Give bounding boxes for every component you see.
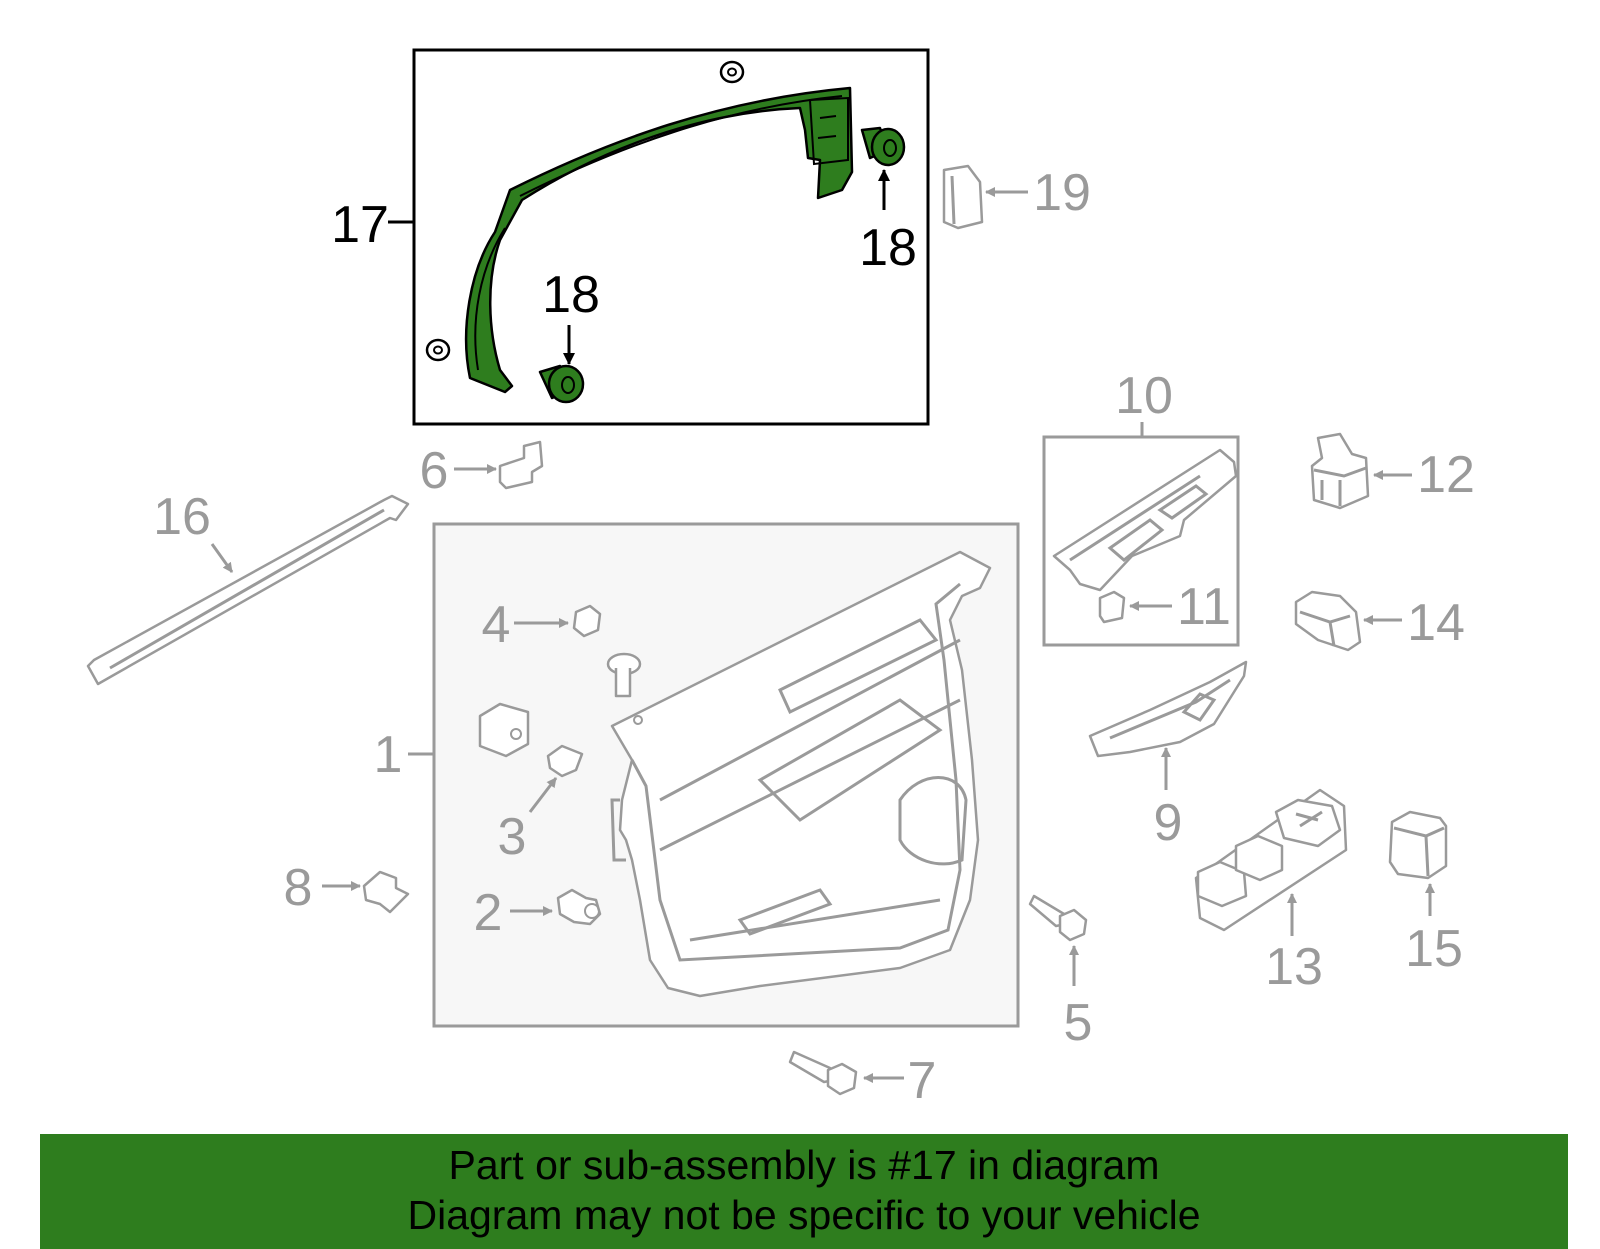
- callout-13: 13: [1265, 938, 1323, 996]
- diagram-notice-banner: Part or sub-assembly is #17 in diagram D…: [40, 1134, 1568, 1249]
- callout-18-lower: 18: [542, 266, 600, 324]
- retainer-clip-18-upper[interactable]: [860, 126, 906, 167]
- callout-12: 12: [1417, 446, 1475, 504]
- callout-19: 19: [1033, 164, 1091, 222]
- part-16-belt-weatherstrip[interactable]: [86, 494, 410, 686]
- part-2-clip[interactable]: [510, 888, 602, 926]
- callout-8: 8: [284, 859, 313, 917]
- frame-moulding-assembly-17[interactable]: [388, 48, 930, 426]
- part-3-clip[interactable]: [528, 744, 584, 813]
- callout-14: 14: [1407, 594, 1465, 652]
- callout-7: 7: [908, 1052, 937, 1110]
- callout-5: 5: [1064, 994, 1093, 1052]
- part-5-screw[interactable]: [1028, 894, 1088, 986]
- callout-18-upper: 18: [859, 219, 917, 277]
- door-trim-panel-assembly-1[interactable]: [408, 522, 1020, 1028]
- callout-2: 2: [474, 884, 503, 942]
- part-4-nut[interactable]: [514, 604, 602, 638]
- part-11-clip[interactable]: [1098, 590, 1172, 624]
- frame-moulding-part[interactable]: [464, 86, 854, 394]
- part-19[interactable]: [942, 164, 1028, 230]
- part-15-switch[interactable]: [1388, 810, 1448, 916]
- callout-16: 16: [153, 488, 211, 546]
- frame-moulding-bracket: [808, 96, 849, 166]
- callout-4: 4: [482, 596, 511, 654]
- part-9-bezel[interactable]: [1088, 660, 1248, 790]
- callout-9: 9: [1154, 794, 1183, 852]
- banner-line-disclaimer: Diagram may not be specific to your vehi…: [407, 1192, 1201, 1238]
- callout-6: 6: [420, 442, 449, 500]
- part-7-screw[interactable]: [788, 1050, 904, 1096]
- callout-11: 11: [1177, 578, 1231, 636]
- part-6[interactable]: [454, 440, 544, 490]
- callout-1: 1: [374, 726, 403, 784]
- callout-3: 3: [498, 808, 527, 866]
- part-12-switch[interactable]: [1310, 432, 1412, 510]
- retainer-clip-18-lower[interactable]: [538, 364, 585, 404]
- washer-icon: [425, 338, 451, 362]
- part-13-master-window-switch[interactable]: [1194, 788, 1348, 936]
- grommet-block[interactable]: [478, 702, 530, 758]
- callout-17: 17: [331, 196, 389, 254]
- banner-line-part: Part or sub-assembly is #17 in diagram: [448, 1142, 1160, 1188]
- callout-15: 15: [1405, 920, 1463, 978]
- switch-bezel-assembly-10[interactable]: [1042, 422, 1240, 647]
- washer-icon: [719, 60, 745, 84]
- part-14-switch[interactable]: [1294, 590, 1402, 652]
- frame-moulding-inner-edge: [474, 95, 843, 371]
- callout-10: 10: [1115, 367, 1173, 425]
- part-8-clip[interactable]: [322, 870, 410, 914]
- push-pin-fastener[interactable]: [606, 652, 642, 698]
- door-trim-panel[interactable]: [610, 550, 992, 998]
